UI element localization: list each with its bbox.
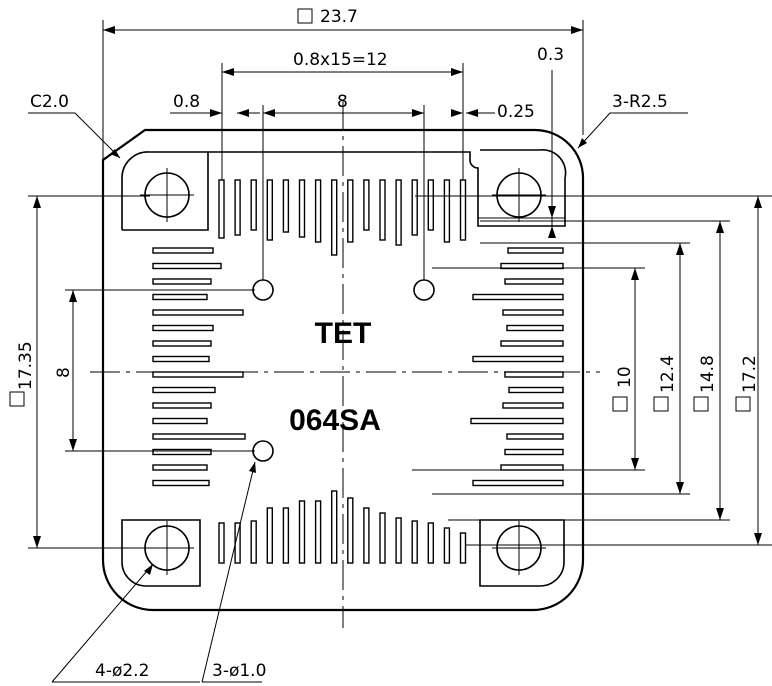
- lead: [331, 179, 338, 256]
- square-symbols: [9, 8, 751, 412]
- lead: [470, 417, 564, 425]
- lead: [152, 417, 208, 425]
- dim-corner-radius: 3-R2.5: [612, 92, 668, 112]
- lead: [395, 179, 402, 246]
- dim-right-14-8: 14.8: [698, 355, 718, 393]
- lead: [443, 527, 451, 564]
- dim-lead-width: 0.25: [497, 102, 535, 122]
- lead: [363, 179, 370, 231]
- lead: [379, 512, 386, 564]
- lead: [427, 522, 434, 564]
- pin-holes-label: 3-ø1.0: [212, 661, 266, 681]
- lead: [152, 355, 210, 363]
- pin-hole: [252, 279, 274, 301]
- lead: [152, 464, 208, 471]
- package-outline: [101, 128, 585, 612]
- lead: [250, 179, 257, 231]
- lead: [314, 179, 322, 243]
- mount-holes-label: 4-ø2.2: [95, 661, 149, 681]
- lead: [152, 479, 210, 487]
- lead: [502, 309, 564, 316]
- lead: [504, 448, 564, 456]
- lead: [347, 179, 354, 243]
- lead: [427, 179, 434, 231]
- dim-right-17-2: 17.2: [740, 355, 760, 393]
- lead: [250, 520, 257, 564]
- dim-chamfer: C2.0: [30, 92, 69, 112]
- lead: [347, 497, 354, 564]
- lead-array: [152, 179, 564, 564]
- lead: [506, 324, 564, 332]
- lead: [152, 324, 214, 332]
- dim-overall-width: 23.7: [320, 7, 358, 27]
- mount-holes: [140, 168, 546, 575]
- lead: [504, 371, 564, 378]
- lead: [363, 507, 370, 564]
- pin-hole: [252, 440, 274, 462]
- lead: [411, 179, 418, 236]
- lead: [282, 179, 290, 233]
- lead: [506, 433, 564, 440]
- lead: [282, 507, 290, 564]
- dim-pitch-span: 0.8x15=12: [293, 50, 388, 70]
- lead: [472, 355, 564, 363]
- dim-top-inner: 8: [337, 92, 348, 112]
- part-number: 064SA: [289, 404, 381, 437]
- lead: [502, 402, 564, 409]
- lead: [218, 522, 225, 564]
- lead: [504, 278, 564, 285]
- lead: [152, 309, 244, 316]
- lead: [459, 179, 467, 241]
- lead: [443, 179, 451, 243]
- lead: [298, 179, 306, 238]
- dim-right-12-4: 12.4: [658, 355, 678, 393]
- lead: [331, 490, 338, 564]
- lead: [152, 340, 212, 347]
- lead: [266, 179, 273, 241]
- lead: [152, 448, 212, 456]
- lead: [411, 520, 418, 564]
- package-inner-outline: [121, 149, 567, 587]
- dim-left-inner: 8: [54, 367, 74, 378]
- lead: [472, 479, 564, 487]
- pin-hole: [413, 279, 435, 301]
- lead: [266, 507, 273, 564]
- lead: [152, 278, 212, 285]
- top-label: TET: [315, 317, 372, 350]
- dim-gap: 0.3: [537, 45, 564, 65]
- lead: [152, 386, 216, 394]
- dim-pitch: 0.8: [173, 92, 200, 112]
- lead: [152, 262, 222, 270]
- lead: [152, 433, 246, 440]
- lead: [500, 340, 564, 347]
- lead: [314, 500, 322, 564]
- lead: [234, 179, 241, 236]
- lead: [508, 386, 564, 394]
- lead: [298, 500, 306, 564]
- lead: [218, 179, 225, 239]
- lead: [152, 293, 208, 301]
- lead: [472, 293, 564, 301]
- lead: [395, 517, 402, 564]
- lead: [459, 532, 467, 564]
- lead: [379, 179, 386, 241]
- dimension-lines: [28, 20, 772, 683]
- lead: [507, 247, 564, 254]
- dim-left-height: 17.35: [16, 341, 36, 390]
- lead: [500, 464, 564, 471]
- lead: [152, 371, 244, 378]
- lead: [152, 402, 212, 409]
- dim-right-10: 10: [615, 366, 635, 388]
- lead: [152, 247, 214, 254]
